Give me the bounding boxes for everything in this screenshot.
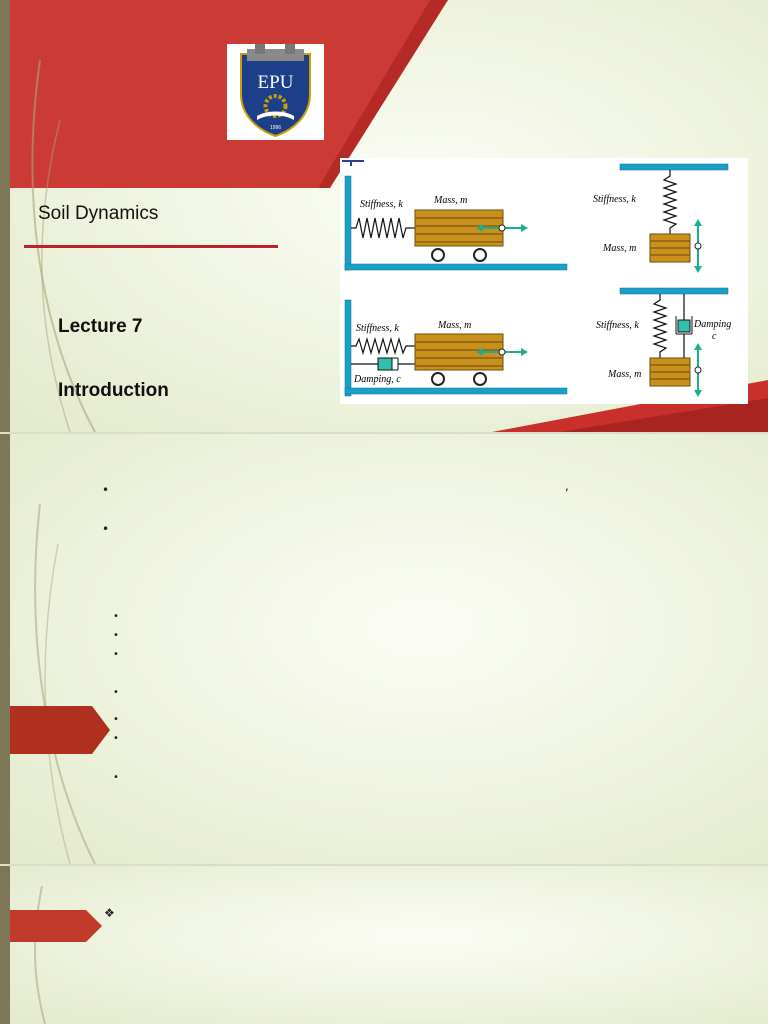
bullet-point: • <box>113 687 119 698</box>
title-slide: EPU 1996 Soil Dynamics Lecture 7 Introdu… <box>0 0 768 432</box>
stiffness-label: Stiffness, k <box>596 320 639 331</box>
bullet-point: • <box>102 483 110 497</box>
university-shield-icon: EPU 1996 <box>240 44 311 138</box>
bullet-point: • <box>102 522 110 536</box>
damping-label: Damping, c <box>353 374 401 385</box>
swirl-line <box>41 119 71 432</box>
bullet-point: • <box>113 611 119 622</box>
bullet-point: • <box>113 630 119 641</box>
swirl-line <box>34 503 96 864</box>
bullet-point: • <box>113 714 119 725</box>
red-corner-shadow <box>560 398 768 432</box>
title-underline <box>24 245 278 248</box>
bullet-point: • <box>113 733 119 744</box>
mass-label: Mass, m <box>437 320 471 331</box>
red-header-shape <box>0 0 448 188</box>
left-accent-bar <box>0 0 10 432</box>
slide-decoration <box>0 503 110 864</box>
content-slide <box>0 866 768 1024</box>
red-tab-arrow <box>0 706 110 754</box>
mass-label: Mass, m <box>607 369 641 380</box>
swirl-line <box>31 59 96 432</box>
left-accent-bar <box>0 434 10 864</box>
comma-mark: , <box>565 479 569 493</box>
spring-mass-diagram: Stiffness, k Mass, m Stiffness, k Mass, … <box>342 160 731 397</box>
damping-label: Damping <box>693 319 731 330</box>
mass-block <box>649 233 691 263</box>
mass-label: Mass, m <box>433 195 467 206</box>
content-slide: • , • • • • • • • • <box>0 434 768 864</box>
left-accent-bar <box>0 866 10 1024</box>
lecture-number: Lecture 7 <box>58 316 143 337</box>
epu-logo: EPU 1996 <box>227 44 324 140</box>
red-header-edge <box>318 0 448 188</box>
logo-text: EPU <box>258 72 294 93</box>
slide-separator <box>0 864 768 866</box>
stiffness-label: Stiffness, k <box>593 194 636 205</box>
slide-decoration <box>0 885 102 1024</box>
bullet-point: • <box>113 772 119 783</box>
slide-separator <box>0 432 768 434</box>
bullet-point: • <box>113 649 119 660</box>
damping-symbol: c <box>712 331 717 342</box>
course-title: Soil Dynamics <box>38 203 159 224</box>
diamond-bullet-icon: ❖ <box>104 906 115 920</box>
mass-block <box>649 357 691 387</box>
red-tab-arrow <box>0 910 102 942</box>
spring-mass-figure: Stiffness, k Mass, m Stiffness, k Mass, … <box>340 158 748 404</box>
section-title: Introduction <box>58 380 169 401</box>
logo-year: 1996 <box>270 125 281 131</box>
stiffness-label: Stiffness, k <box>360 199 403 210</box>
swirl-line <box>44 543 71 864</box>
swirl-line <box>33 885 46 1024</box>
stiffness-label: Stiffness, k <box>356 323 399 334</box>
mass-label: Mass, m <box>602 243 636 254</box>
